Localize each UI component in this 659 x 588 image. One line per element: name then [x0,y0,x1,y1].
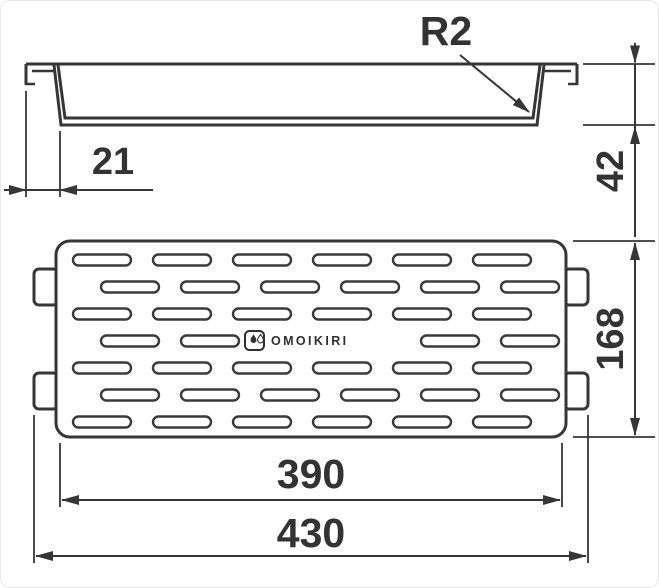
mounting-tab [32,371,60,411]
perforation-slot [99,334,161,348]
perforation-slot [311,307,373,321]
radius-label: R2 [420,8,472,54]
dimension-r2: R2 [420,8,530,113]
r2-leader-line [459,54,530,113]
perforation-slot [259,280,321,294]
dimension-168: 168 [573,240,655,438]
perforation-slot [391,415,453,429]
trough-inner [56,64,542,120]
perforation-slot [231,253,293,267]
perforation-slot [99,280,161,294]
perforation-slot [179,280,241,294]
perforation-slot [311,253,373,267]
dimension-430: 430 [33,415,589,563]
dimension-21: 21 [4,91,153,197]
perforation-slot [419,280,481,294]
perforation-slot [179,388,241,402]
perforation-slot [71,253,133,267]
perforation-slot [231,307,293,321]
perforation-slot [71,307,133,321]
perforation-slot [71,415,133,429]
dimension-42: 42 [583,43,655,237]
perforation-slot [419,388,481,402]
perforation-slots [71,253,561,429]
perforation-slot [471,361,533,375]
mounting-tab [562,371,590,411]
water-drop-icon [250,334,257,343]
perforation-slot [151,415,213,429]
perforation-slot [471,415,533,429]
omoikiri-logo-icon: OMOIKIRI [244,330,349,351]
perforation-slot [419,334,481,348]
perforation-slot [339,280,401,294]
perforation-slot [179,334,241,348]
mounting-tab [562,267,590,307]
perforation-slot [499,388,561,402]
perforation-slot [231,415,293,429]
brand-text: OMOIKIRI [271,334,349,348]
perforation-slot [471,253,533,267]
perforation-slot [391,307,453,321]
mounting-tab [32,267,60,307]
perforation-slot [99,388,161,402]
logo-mark-frame [244,330,265,351]
top-plan-view: OMOIKIRI [32,239,590,439]
perforation-slot [391,253,453,267]
perforation-slot [499,280,561,294]
side-profile-view [24,62,579,127]
water-drop-icon [257,333,264,344]
perforation-slot [471,307,533,321]
dimension-390: 390 [59,443,563,507]
perforation-slot [391,361,453,375]
depth-label: 42 [590,150,632,192]
perforation-slot [499,334,561,348]
trough-outer [52,64,546,127]
perforation-slot [339,388,401,402]
width-label: 168 [590,307,632,370]
perforation-slot [259,388,321,402]
perforation-slot [231,361,293,375]
perforation-slot [151,307,213,321]
perforation-slot [71,361,133,375]
flange-width-label: 21 [92,141,134,183]
perforation-slot [151,253,213,267]
perforation-slot [311,361,373,375]
perforation-slot [151,361,213,375]
perforation-slot [311,415,373,429]
overall-length-label: 430 [277,510,345,556]
perforated-length-label: 390 [277,451,345,497]
